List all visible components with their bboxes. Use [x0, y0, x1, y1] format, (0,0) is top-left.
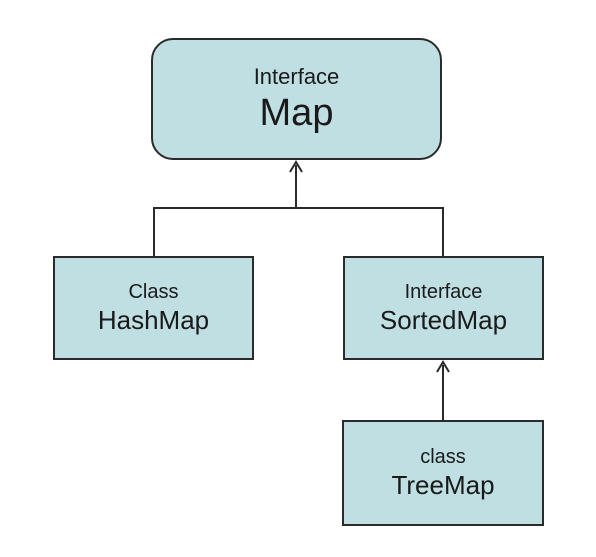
hashmap-name-label: HashMap: [97, 304, 210, 335]
sortedmap-kind-label: Interface: [404, 280, 483, 303]
hashmap-kind-label: Class: [128, 280, 179, 303]
treemap-kind-label: class: [420, 445, 466, 468]
sortedmap-interface-box: Interface SortedMap: [343, 256, 544, 360]
map-kind-label: Interface: [253, 63, 340, 89]
treemap-class-box: class TreeMap: [342, 420, 544, 526]
arrowhead-sortedmap: [436, 360, 450, 373]
arrowhead-map: [289, 160, 303, 173]
treemap-name-label: TreeMap: [391, 469, 495, 500]
sortedmap-name-label: SortedMap: [379, 304, 508, 335]
edge-hashmap-to-map: [153, 207, 444, 256]
hashmap-class-box: Class HashMap: [53, 256, 254, 360]
map-name-label: Map: [259, 91, 334, 134]
map-interface-box: Interface Map: [151, 38, 442, 160]
